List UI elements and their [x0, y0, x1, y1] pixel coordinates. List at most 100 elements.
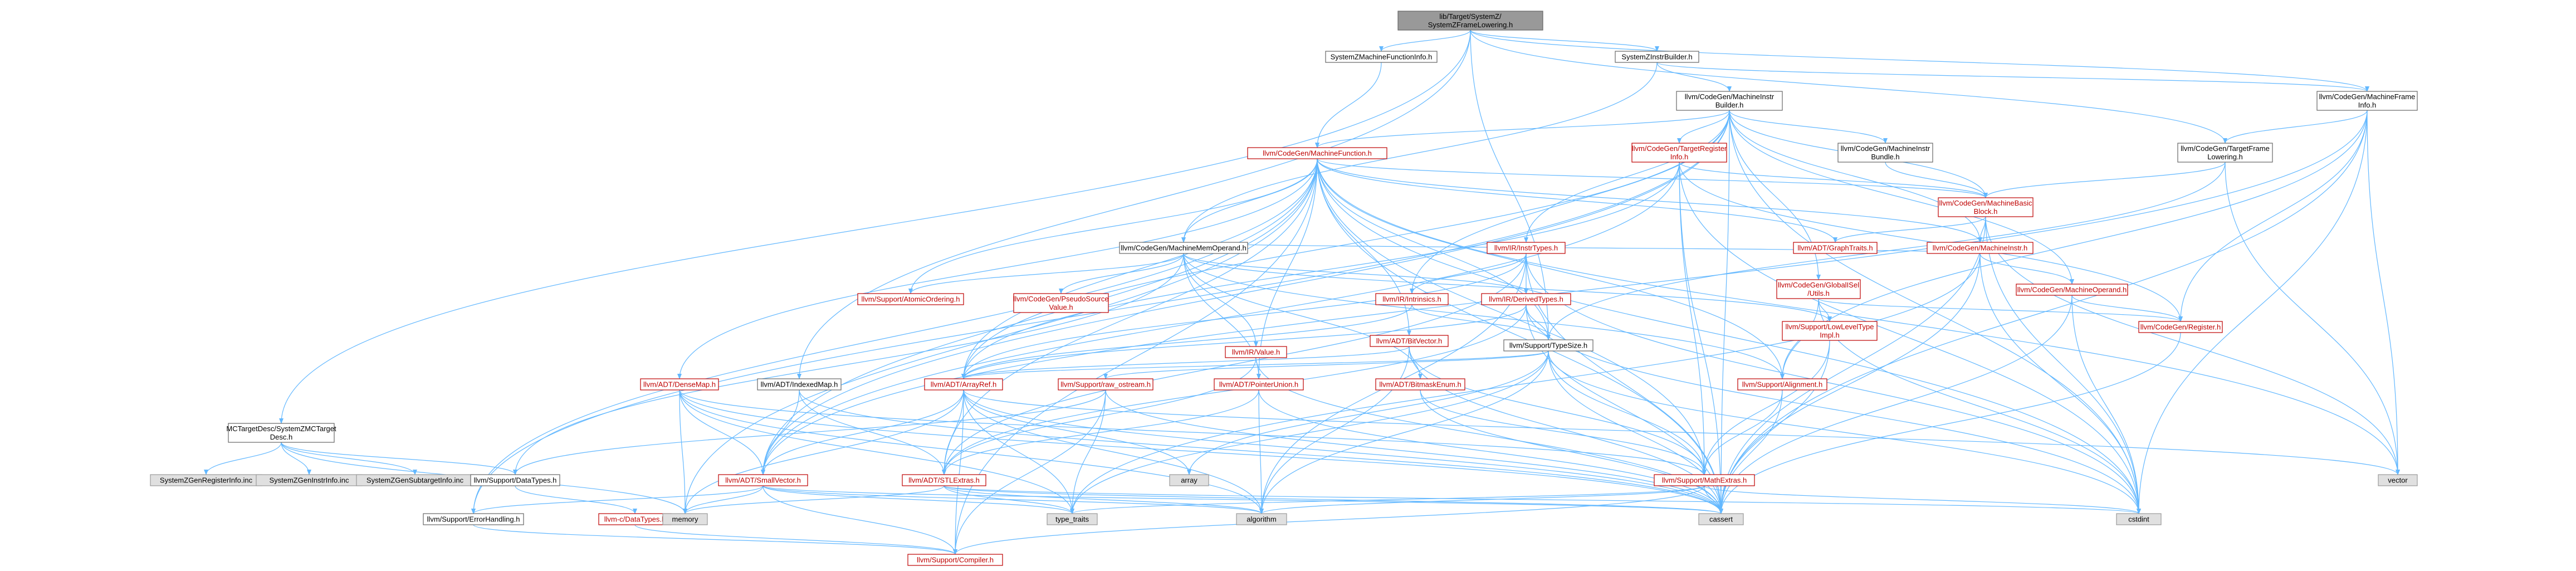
node-memory[interactable]: memory	[662, 513, 708, 525]
node-mfi[interactable]: SystemZMachineFunctionInfo.h	[1325, 51, 1438, 63]
node-derivedtypes[interactable]: llvm/IR/DerivedTypes.h	[1481, 293, 1571, 305]
node-bitvector[interactable]: llvm/ADT/BitVector.h	[1370, 335, 1449, 347]
dependency-edge	[944, 485, 2141, 514]
node-arrayref[interactable]: llvm/ADT/ArrayRef.h	[924, 378, 1003, 391]
node-register[interactable]: llvm/CodeGen/Register.h	[2138, 321, 2223, 333]
dependency-edge	[1729, 110, 1888, 144]
dependency-edge	[797, 30, 1471, 379]
dependency-edge	[961, 346, 1410, 379]
node-cassert[interactable]: cassert	[1698, 513, 1744, 525]
node-alignment[interactable]: llvm/Support/Alignment.h	[1737, 378, 1827, 391]
dependency-edge	[683, 485, 945, 514]
dependency-edge	[1187, 350, 1549, 475]
node-pointerunion[interactable]: llvm/ADT/PointerUnion.h	[1214, 378, 1304, 391]
node-label: Info.h	[1670, 153, 1689, 161]
dependency-edge	[761, 162, 1680, 475]
node-label: llvm/CodeGen/PseudoSource	[1013, 295, 1108, 303]
node-label: llvm/ADT/ArrayRef.h	[931, 380, 996, 389]
dependency-edge	[1546, 162, 2226, 340]
dependency-edge	[1979, 253, 2141, 514]
node-mathextras[interactable]: llvm/Support/MathExtras.h	[1654, 474, 1755, 486]
dependency-edge	[1258, 389, 1723, 514]
node-graphtraits[interactable]: llvm/ADT/GraphTraits.h	[1793, 242, 1878, 254]
dependency-edge	[1679, 162, 2141, 514]
node-indexedmap[interactable]: llvm/ADT/IndexedMap.h	[757, 378, 842, 391]
node-bitmaskenum[interactable]: llvm/ADT/BitmaskEnum.h	[1375, 378, 1465, 391]
node-cstdint[interactable]: cstdint	[2116, 513, 2162, 525]
dependency-edge	[1524, 110, 1730, 243]
node-value[interactable]: llvm/IR/Value.h	[1225, 346, 1287, 358]
node-subtargetinfo[interactable]: SystemZGenSubtargetInfo.inc	[356, 474, 474, 486]
node-box	[1481, 293, 1571, 305]
node-datatypes[interactable]: llvm/Support/DataTypes.h	[470, 474, 560, 486]
node-instrinfo[interactable]: SystemZGenInstrInfo.inc	[256, 474, 363, 486]
node-box	[1737, 378, 1827, 391]
node-errorhandling[interactable]: llvm/Support/ErrorHandling.h	[423, 513, 524, 525]
node-box	[1225, 346, 1287, 358]
node-label: type_traits	[1055, 515, 1089, 524]
node-box	[1397, 11, 1543, 31]
dependency-edge	[679, 389, 1264, 514]
node-compiler[interactable]: llvm/Support/Compiler.h	[907, 554, 1003, 566]
node-gisel[interactable]: llvm/CodeGen/GlobalISel/Utils.h	[1776, 279, 1861, 299]
dependency-edge	[1470, 30, 1659, 52]
node-smallvector[interactable]: llvm/ADT/SmallVector.h	[718, 474, 808, 486]
node-label: llvm/CodeGen/TargetRegister	[1632, 144, 1727, 153]
node-atomic[interactable]: llvm/Support/AtomicOrdering.h	[857, 293, 964, 305]
node-label: llvm/Support/MathExtras.h	[1662, 476, 1747, 485]
node-instrbuilder[interactable]: SystemZInstrBuilder.h	[1615, 51, 1699, 63]
dependency-edge	[1259, 350, 1549, 514]
node-stlextras[interactable]: llvm/ADT/STLExtras.h	[902, 474, 986, 486]
dependency-edge	[634, 524, 957, 555]
dependency-edge	[762, 485, 957, 555]
node-rawostream[interactable]: llvm/Support/raw_ostream.h	[1058, 378, 1153, 391]
dependency-edge	[963, 389, 1723, 514]
dependency-edge	[963, 389, 1264, 514]
node-box	[2316, 91, 2418, 111]
dependency-edge	[1679, 162, 2183, 322]
node-regisinfo[interactable]: SystemZGenRegisterInfo.inc	[150, 474, 262, 486]
dependency-edge	[1470, 30, 2369, 92]
dependency-edge	[761, 110, 2368, 475]
dependency-edge	[1317, 158, 1551, 340]
node-intrinsics[interactable]: llvm/IR/Intrinsics.h	[1375, 293, 1449, 305]
dependency-edge	[963, 389, 1191, 475]
node-label: llvm/ADT/STLExtras.h	[908, 476, 980, 485]
node-intrtypes[interactable]: llvm/IR/InstrTypes.h	[1487, 242, 1566, 254]
node-vector[interactable]: vector	[2378, 474, 2418, 486]
node-mmo[interactable]: llvm/CodeGen/MachineMemOperand.h	[1119, 242, 1248, 254]
dependency-edge	[1183, 253, 1528, 294]
node-mop[interactable]: llvm/CodeGen/MachineOperand.h	[2016, 284, 2128, 296]
node-typesize[interactable]: llvm/Support/TypeSize.h	[1503, 339, 1593, 352]
node-typetraits[interactable]: type_traits	[1047, 513, 1098, 525]
dependency-edge	[683, 485, 764, 514]
node-array[interactable]: array	[1169, 474, 1209, 486]
node-label: SystemZInstrBuilder.h	[1621, 53, 1692, 61]
node-cdatatypes[interactable]: llvm-c/DataTypes.h	[598, 513, 672, 525]
node-algorithm[interactable]: algorithm	[1236, 513, 1287, 525]
node-label: llvm/CodeGen/MachineInstr	[1685, 92, 1775, 101]
node-mf[interactable]: llvm/CodeGen/MachineFunction.h	[1247, 147, 1387, 159]
node-label: algorithm	[1247, 515, 1276, 524]
dependency-edge	[1719, 110, 1730, 514]
node-densemap[interactable]: llvm/ADT/DenseMap.h	[640, 378, 719, 391]
dependency-edge	[515, 485, 637, 514]
dependency-edge	[683, 158, 1318, 514]
dependency-edge	[961, 304, 1412, 379]
dependency-edge	[1317, 158, 1837, 243]
dependency-edge	[1409, 346, 1707, 475]
dependency-edge	[961, 253, 1527, 379]
dependency-edge	[2223, 110, 2368, 144]
node-root[interactable]: lib/Target/SystemZ/SystemZFrameLowering.…	[1397, 11, 1543, 31]
node-minstr[interactable]: llvm/CodeGen/MachineInstr.h	[1927, 242, 2034, 254]
node-label: llvm/ADT/GraphTraits.h	[1797, 244, 1873, 252]
